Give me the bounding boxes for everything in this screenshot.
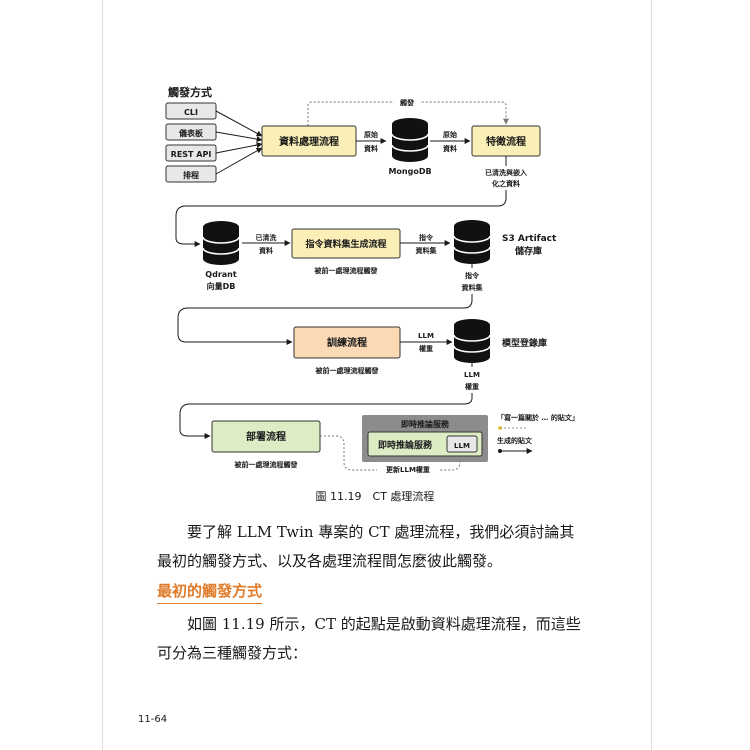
llm-weights-label-1a: LLM xyxy=(418,332,434,340)
raw-data-label-2b: 資料 xyxy=(443,144,457,153)
paragraph-intro: 要了解 LLM Twin 專案的 CT 處理流程，我們必須討論其最初的觸發方式、… xyxy=(157,523,575,570)
connector-row1-row2 xyxy=(175,190,507,247)
s3-label-a: S3 Artifact xyxy=(502,234,557,244)
model-registry-label: 模型登錄庫 xyxy=(502,337,547,349)
svg-text:排程: 排程 xyxy=(183,170,199,180)
svg-text:訓練流程: 訓練流程 xyxy=(327,336,367,349)
s3-artifact-icon xyxy=(453,219,491,265)
trigger-cli: CLI xyxy=(165,102,217,120)
svg-text:「寫一篇關於 … 的貼文」: 「寫一篇關於 … 的貼文」 xyxy=(497,413,579,422)
llm-box-label: LLM xyxy=(454,442,470,450)
svg-text:CLI: CLI xyxy=(184,108,198,117)
legend-input: 「寫一篇關於 … 的貼文」 xyxy=(497,413,579,430)
qdrant-label-b: 向量DB xyxy=(207,281,236,291)
figure-caption: 圖 11.19 CT 處理流程 xyxy=(315,490,435,503)
trigger-top-label: 觸發 xyxy=(400,98,415,107)
qdrant-icon xyxy=(202,220,240,266)
trigger-title: 觸發方式 xyxy=(168,85,212,99)
training-pipeline-box: 訓練流程 xyxy=(293,326,401,359)
cleaned-embedded-label-a: 已清洗與嵌入 xyxy=(485,168,527,177)
triggered-by-prev-2: 被前一處理流程觸發 xyxy=(316,366,380,375)
raw-data-label-1b: 資料 xyxy=(364,144,378,153)
section-heading: 最初的觸發方式 xyxy=(157,580,263,604)
legend-output: 生成的貼文 xyxy=(497,436,533,454)
instruct-dataset-label-1a: 指令 xyxy=(419,233,434,242)
connector-row2-row3 xyxy=(177,294,473,345)
svg-text:部署流程: 部署流程 xyxy=(246,430,286,443)
deploy-pipeline-box: 部署流程 xyxy=(211,420,321,453)
triggered-by-prev-3: 被前一處理流程觸發 xyxy=(235,460,299,469)
raw-data-label-1a: 原始 xyxy=(364,130,378,139)
instruct-dataset-label-1b: 資料集 xyxy=(416,246,438,255)
paragraph-triggers: 如圖 11.19 所示，CT 的起點是啟動資料處理流程，而這些可分為三種觸發方式… xyxy=(157,615,581,662)
trigger-rest-api: REST API xyxy=(165,144,217,162)
mongodb-label: MongoDB xyxy=(388,167,431,176)
update-weights-label: 更新LLM權重 xyxy=(386,465,430,474)
mongodb-icon xyxy=(391,117,429,163)
data-pipeline-box: 資料處理流程 xyxy=(261,125,357,157)
svg-text:儀表板: 儀表板 xyxy=(178,128,204,138)
instruct-dataset-label-2b: 資料集 xyxy=(462,283,484,292)
update-weights-line xyxy=(320,435,463,471)
svg-text:即時推論服務: 即時推論服務 xyxy=(401,419,450,429)
instruct-dataset-label-2a: 指令 xyxy=(465,271,480,280)
svg-text:REST API: REST API xyxy=(171,150,212,159)
cleaned-embedded-label-b: 化之資料 xyxy=(492,179,520,188)
llm-weights-label-1b: 權重 xyxy=(419,344,433,353)
llm-weights-label-2b: 權重 xyxy=(465,382,479,391)
s3-label-b: 儲存庫 xyxy=(514,245,542,257)
trigger-dashboard: 儀表板 xyxy=(165,123,217,141)
svg-text:指令資料集生成流程: 指令資料集生成流程 xyxy=(305,238,386,250)
model-registry-icon xyxy=(453,318,491,364)
qdrant-label-a: Qdrant xyxy=(205,270,237,279)
cleaned-data-label-b: 資料 xyxy=(259,246,273,255)
inference-service-outer: 即時推論服務 即時推論服務 LLM xyxy=(362,415,488,462)
instruct-pipeline-box: 指令資料集生成流程 xyxy=(291,228,401,259)
inference-service-inner: 即時推論服務 xyxy=(378,439,433,451)
trigger-arrows xyxy=(215,110,263,175)
trigger-schedule: 排程 xyxy=(165,165,217,183)
raw-data-label-2a: 原始 xyxy=(443,130,457,139)
feature-pipeline-box: 特徵流程 xyxy=(471,125,541,157)
page-number: 11-64 xyxy=(138,714,168,725)
connector-row3-row4 xyxy=(179,393,473,439)
svg-text:生成的貼文: 生成的貼文 xyxy=(497,436,533,445)
triggered-by-prev-1: 被前一處理流程觸發 xyxy=(315,266,379,275)
llm-weights-label-2a: LLM xyxy=(464,371,480,379)
ct-pipeline-diagram: 觸發方式 CLI 儀表板 REST API 排程 觸發 資料處理流程 原始 資料… xyxy=(165,85,579,475)
svg-text:特徵流程: 特徵流程 xyxy=(486,135,526,148)
cleaned-data-label-a: 已清洗 xyxy=(256,233,277,242)
svg-text:資料處理流程: 資料處理流程 xyxy=(279,135,339,148)
